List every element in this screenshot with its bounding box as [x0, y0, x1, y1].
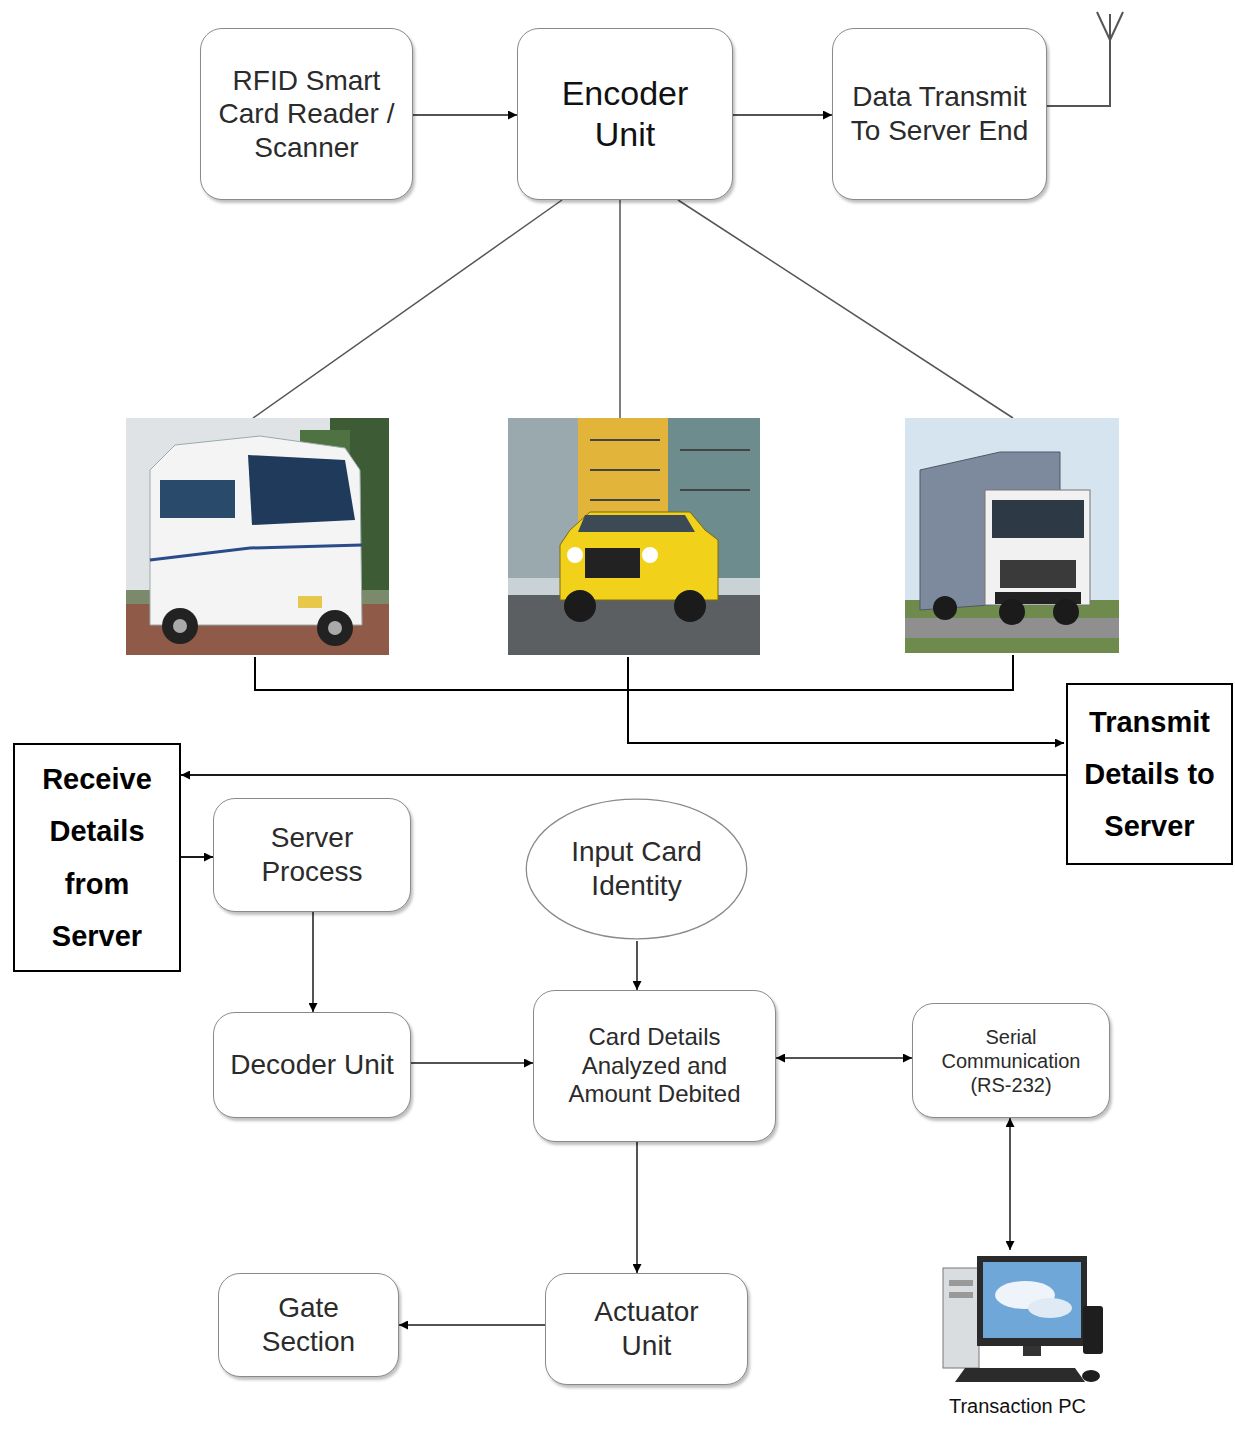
node-label: Receive Details from Server — [23, 753, 171, 962]
node-label: Gate Section — [235, 1291, 382, 1358]
connector-arrow — [411, 1062, 533, 1064]
process-box: RFID Smart Card Reader / Scanner — [200, 28, 413, 200]
ellipse-outline — [524, 797, 749, 941]
bus-picture — [126, 418, 389, 655]
process-box: Gate Section — [218, 1273, 399, 1377]
process-box: Encoder Unit — [517, 28, 733, 200]
node-label: Decoder Unit — [230, 1048, 394, 1082]
node-label: Server Process — [230, 821, 394, 888]
process-box: Actuator Unit — [545, 1273, 748, 1385]
process-box: Decoder Unit — [213, 1012, 411, 1118]
node-label: Transaction PC — [919, 1394, 1116, 1418]
connector-arrow — [312, 912, 314, 1012]
connector-arrow — [1009, 1118, 1011, 1250]
node-label: Transmit Details to Server — [1076, 696, 1223, 853]
process-box: Serial Communication (RS-232) — [912, 1003, 1110, 1118]
process-box: Server Process — [213, 798, 411, 912]
node-label: Serial Communication (RS-232) — [923, 1025, 1099, 1097]
process-box: Card Details Analyzed and Amount Debited — [533, 990, 776, 1142]
antenna-symbol — [1047, 12, 1123, 106]
node-label: Encoder Unit — [530, 73, 720, 155]
input-ellipse: Input Card Identity — [524, 797, 749, 941]
connector-arrow — [181, 774, 1066, 776]
connector-arrow — [399, 1324, 545, 1326]
node-label: Actuator Unit — [566, 1295, 727, 1362]
truck-picture — [905, 418, 1119, 653]
taxi-picture — [508, 418, 760, 655]
node-label: Data Transmit To Server End — [847, 80, 1032, 147]
vehicle-bus-lines — [255, 655, 1064, 743]
node-label: RFID Smart Card Reader / Scanner — [213, 64, 400, 165]
computer-node: Transaction PC — [915, 1250, 1120, 1422]
connector-arrow — [636, 1142, 638, 1273]
encoder-vehicle-lines — [253, 200, 1013, 418]
node-label: Card Details Analyzed and Amount Debited — [546, 1023, 763, 1109]
step-box: Transmit Details to Server — [1066, 683, 1233, 865]
connector-arrow — [733, 114, 832, 116]
process-box: Data Transmit To Server End — [832, 28, 1047, 200]
step-box: Receive Details from Server — [13, 743, 181, 972]
connector-arrow — [776, 1057, 912, 1059]
connector-arrow — [181, 856, 213, 858]
node-label: Input Card Identity — [560, 835, 713, 902]
connector-arrow — [636, 941, 638, 990]
connector-arrow — [413, 114, 517, 116]
